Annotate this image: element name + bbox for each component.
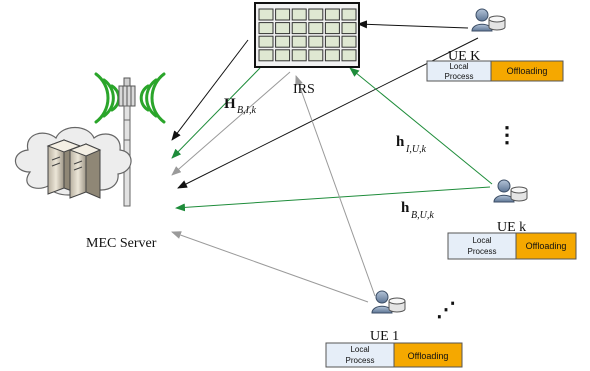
ue-K-label: UE K (448, 49, 480, 64)
link-uek-irs-green (349, 67, 493, 185)
link-uek-mec-green (175, 186, 491, 212)
channel-sub: B,I,k (237, 105, 256, 116)
local-process-line1: Local (449, 62, 468, 71)
local-process-line1: Local (350, 345, 369, 354)
ue-K: UE K Local Process Offloading (426, 8, 564, 82)
irs-element (308, 49, 324, 62)
irs-element (341, 49, 357, 62)
user-device-icon (471, 8, 506, 32)
irs-element (324, 35, 340, 48)
irs-element (258, 22, 274, 35)
local-process-line2: Process (445, 72, 474, 81)
irs-element (258, 49, 274, 62)
irs-element (291, 8, 307, 21)
irs-element (341, 35, 357, 48)
irs-element (275, 35, 291, 48)
offloading-label: Offloading (507, 66, 548, 76)
irs-element (324, 49, 340, 62)
channel-label-h-IUk: h I,U,k (396, 134, 427, 155)
vertical-ellipsis: ⋮ (496, 122, 518, 147)
local-process-line1: Local (472, 236, 491, 245)
channel-main: H (224, 96, 236, 112)
irs-panel (254, 2, 360, 68)
link-ue1-mec (171, 231, 369, 303)
local-process-line2: Process (346, 356, 375, 365)
server-rack-icon (46, 139, 102, 199)
ue-k: UE k Local Process Offloading (447, 179, 577, 260)
irs-element (258, 35, 274, 48)
irs-element (275, 49, 291, 62)
irs-element (275, 8, 291, 21)
link-irs-mec-green (171, 67, 261, 159)
channel-main: h (396, 134, 405, 150)
irs-element (275, 22, 291, 35)
mec-server-icon (14, 72, 166, 207)
irs-label: IRS (293, 82, 315, 97)
offloading-label: Offloading (408, 351, 449, 361)
wireless-signal-icon (94, 72, 166, 124)
user-device-icon (371, 290, 406, 314)
channel-label-h-BUk: h B,U,k (401, 200, 434, 221)
link-uek-irs (357, 20, 469, 29)
irs-element (258, 8, 274, 21)
irs-element (341, 8, 357, 21)
link-ue1-irs (295, 75, 376, 297)
irs-element (291, 49, 307, 62)
link-irs-mec-black (171, 39, 249, 141)
local-process-line2: Process (468, 247, 497, 256)
channel-sub: I,U,k (405, 144, 427, 155)
ue-1: UE 1 Local Process Offloading (325, 290, 463, 368)
link-irs-mec-gray (171, 71, 291, 176)
irs-element (341, 22, 357, 35)
irs-element (291, 35, 307, 48)
irs-element (324, 8, 340, 21)
irs-element (308, 35, 324, 48)
irs-element (308, 22, 324, 35)
irs-element (324, 22, 340, 35)
channel-sub: B,U,k (411, 210, 434, 221)
channel-label-H-BIk: H B,I,k (224, 96, 256, 116)
user-device-icon (493, 179, 528, 203)
irs-element (308, 8, 324, 21)
channel-main: h (401, 200, 410, 216)
ue-1-label: UE 1 (370, 329, 399, 344)
irs-element (291, 22, 307, 35)
tower-icon (118, 77, 136, 207)
ue-k-label: UE k (497, 220, 526, 235)
mec-server-label: MEC Server (86, 236, 157, 251)
diagonal-ellipsis: ⋰ (436, 299, 456, 321)
offloading-label: Offloading (526, 241, 567, 251)
